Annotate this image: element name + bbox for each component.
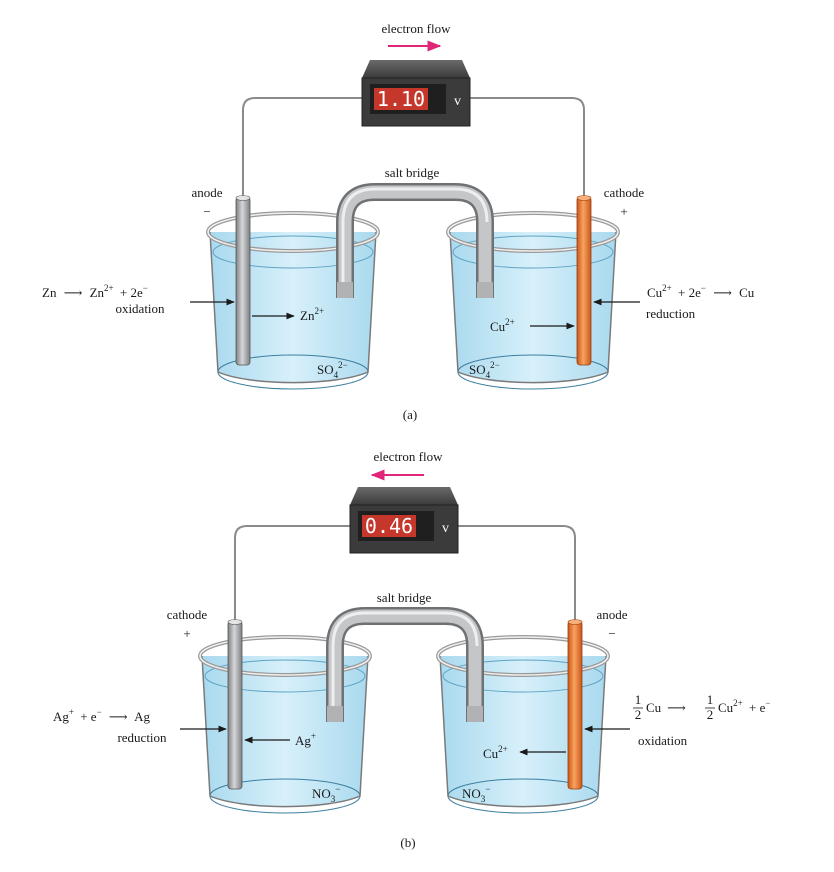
caption-a: (a) (403, 407, 417, 422)
anode-sign: − (203, 204, 210, 219)
meter-unit-b: v (442, 521, 449, 536)
panel-b: electron flow 0.46 v salt bridge (53, 449, 770, 850)
electron-flow-label: electron flow (382, 21, 452, 36)
salt-bridge-b (326, 607, 484, 722)
beaker-left (206, 211, 380, 390)
anode-label-b: anode (596, 607, 627, 622)
svg-text:1: 1 (635, 692, 642, 707)
right-reaction-equation-b: 1 2 Cu⟶ 1 2 Cu2+ + e− (633, 692, 770, 722)
svg-text:1: 1 (707, 692, 714, 707)
cathode-sign-b: + (183, 626, 190, 641)
meter-unit: v (454, 94, 461, 109)
ag-ion-label: Ag+ (295, 731, 316, 748)
voltmeter: 1.10 v (361, 60, 471, 127)
meter-reading: 1.10 (377, 87, 425, 111)
salt-bridge-label-b: salt bridge (377, 590, 432, 605)
cu-ion-label: Cu2+ (490, 317, 515, 334)
left-reaction-equation: Zn ⟶ Zn2+ + 2e− (42, 279, 148, 300)
copper-electrode-b (567, 620, 583, 790)
zn-ion-label: Zn2+ (300, 306, 324, 323)
svg-text:Cu⟶: Cu⟶ (646, 700, 686, 715)
wire-right (469, 97, 585, 200)
salt-bridge-label: salt bridge (385, 165, 440, 180)
right-reaction-equation: Cu2+ + 2e− ⟶ Cu (647, 279, 755, 300)
wire-right-b (457, 525, 576, 624)
left-reaction-type: oxidation (115, 301, 165, 316)
sulfate-right-label: SO42− (469, 360, 500, 380)
wire-left-b (234, 525, 350, 624)
cathode-label: cathode (604, 185, 645, 200)
zinc-electrode (235, 196, 251, 366)
left-reaction-equation-b: Ag+ + e− ⟶ Ag (53, 703, 150, 724)
left-reaction-type-b: reduction (117, 730, 167, 745)
anode-sign-b: − (608, 626, 615, 641)
electron-flow-label-b: electron flow (374, 449, 444, 464)
svg-text:Cu2+ + e−: Cu2+ + e− (718, 694, 770, 715)
salt-bridge (336, 183, 494, 298)
svg-text:2: 2 (707, 707, 714, 722)
silver-electrode (227, 620, 243, 790)
caption-b: (b) (400, 835, 415, 850)
svg-text:2: 2 (635, 707, 642, 722)
cu-ion-label-b: Cu2+ (483, 744, 508, 761)
nitrate-left-label: NO3− (312, 784, 340, 804)
anode-label: anode (191, 185, 222, 200)
cathode-label-b: cathode (167, 607, 208, 622)
copper-electrode (576, 196, 592, 366)
wire-left (242, 97, 362, 200)
meter-display-b (362, 515, 416, 537)
right-reaction-type: reduction (646, 306, 696, 321)
right-reaction-type-b: oxidation (638, 733, 688, 748)
cathode-sign: + (620, 204, 627, 219)
voltmeter-b: 0.46 v (349, 487, 459, 554)
panel-a: electron flow 1.10 v salt bridge (42, 21, 755, 422)
nitrate-right-label: NO3− (462, 784, 490, 804)
sulfate-left-label: SO42− (317, 360, 348, 380)
meter-reading-b: 0.46 (365, 514, 413, 538)
meter-display (374, 88, 428, 110)
beaker-left-b (198, 635, 372, 814)
